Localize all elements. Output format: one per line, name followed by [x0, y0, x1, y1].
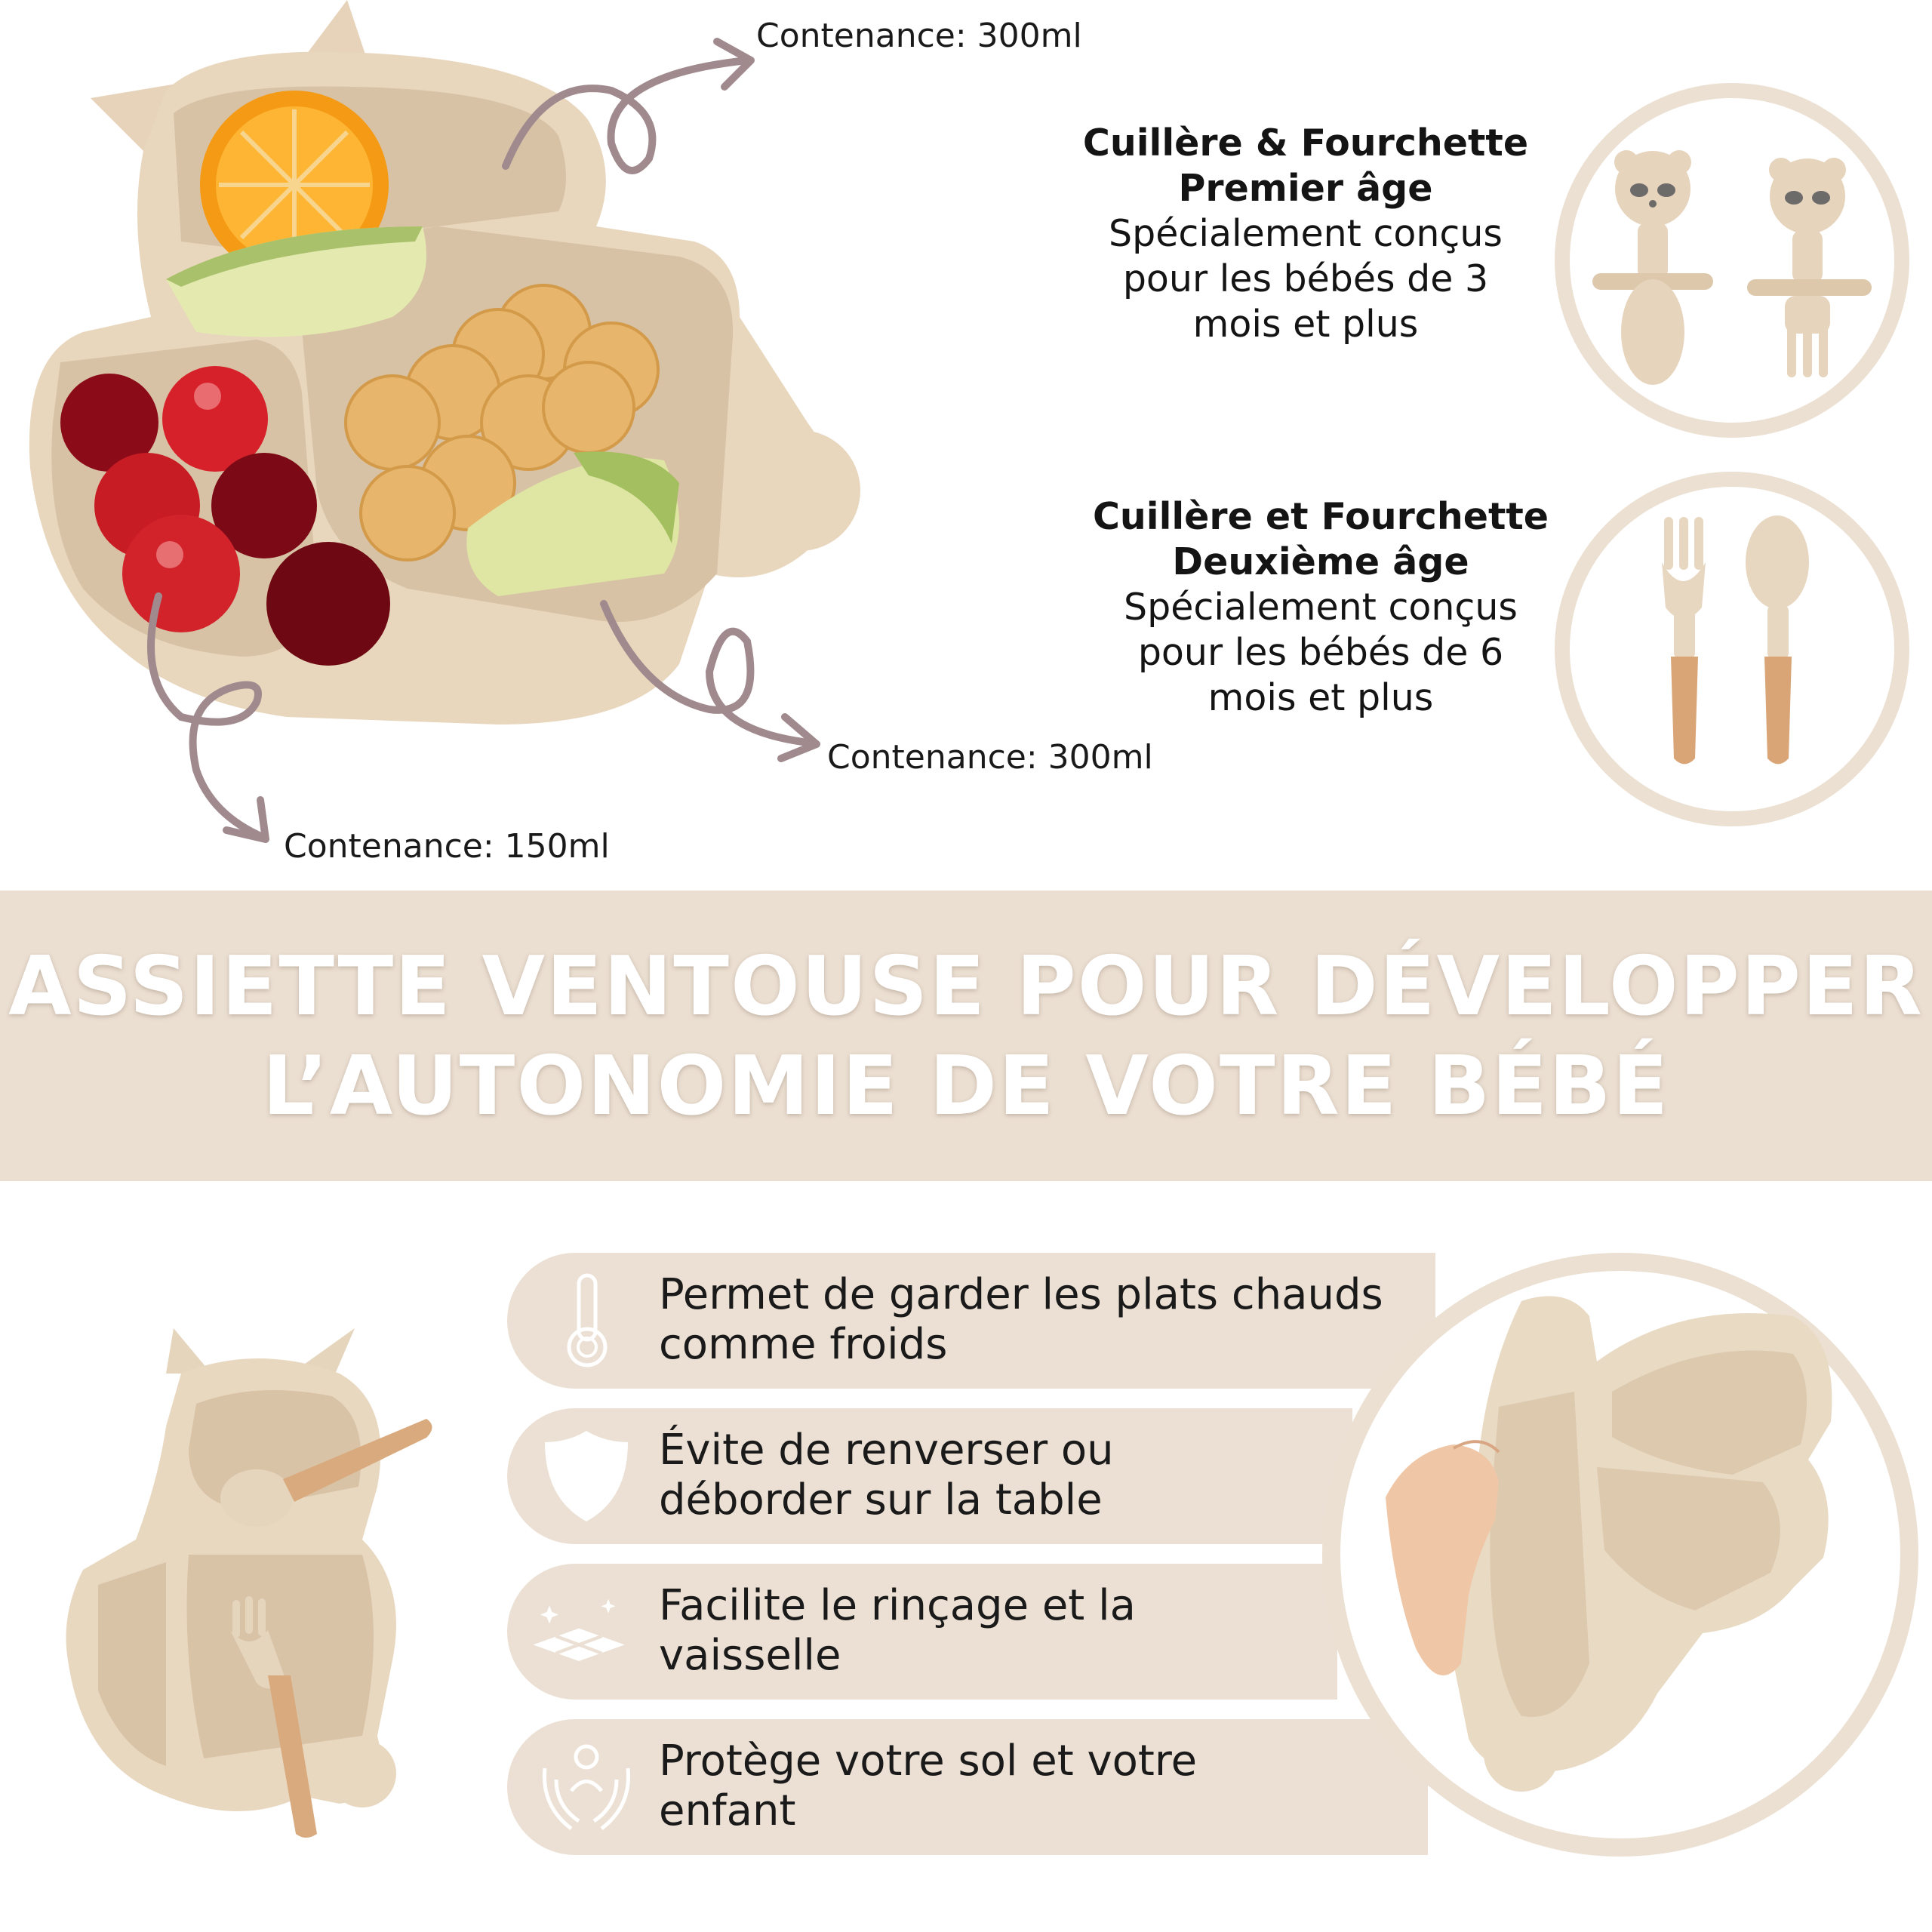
arrow-to-middle-capacity-icon: [600, 600, 820, 762]
feature-line2: comme froids: [659, 1320, 948, 1369]
card-title-line2: Premier âge: [1178, 167, 1433, 210]
utensils-second-age-text: Cuillère et Fourchette Deuxième âge Spéc…: [1072, 494, 1570, 721]
feature-text-2: Évite de renverser ou déborder sur la ta…: [659, 1426, 1114, 1525]
feature-line1: Protège votre sol et votre: [659, 1737, 1198, 1786]
card-desc-line1: Spécialement conçus: [1124, 586, 1518, 629]
plate-with-food-image: [29, 0, 860, 725]
card-title-line1: Cuillère & Fourchette: [1082, 122, 1529, 165]
feature-line1: Permet de garder les plats chauds: [659, 1270, 1383, 1319]
feature-pill-4: [507, 1719, 1428, 1855]
arrow-to-bottom-capacity-icon: [147, 592, 269, 843]
headline-banner: [0, 891, 1932, 1181]
feature-line1: Évite de renverser ou: [659, 1426, 1114, 1475]
thermometer-icon: [567, 1273, 608, 1367]
feature-text-4: Protège votre sol et votre enfant: [659, 1737, 1197, 1836]
feature-line1: Facilite le rinçage et la: [659, 1581, 1136, 1630]
card-title-line2: Deuxième âge: [1172, 540, 1469, 583]
arrow-to-top-capacity-icon: [502, 38, 755, 174]
feature-text-3: Facilite le rinçage et la vaisselle: [659, 1581, 1136, 1681]
feature-pill-1: [507, 1253, 1435, 1389]
wooden-utensils-image: [1555, 472, 1909, 826]
protective-hands-icon: [542, 1744, 631, 1830]
card-desc-line3: mois et plus: [1192, 303, 1419, 346]
card-desc-line3: mois et plus: [1208, 676, 1434, 719]
card-title-line1: Cuillère et Fourchette: [1092, 495, 1549, 538]
capacity-label-bottom: Contenance: 150ml: [284, 827, 610, 866]
feature-line2: déborder sur la table: [659, 1475, 1103, 1524]
panda-utensils-image: [1555, 83, 1909, 438]
capacity-label-top: Contenance: 300ml: [756, 17, 1082, 55]
plate-with-utensils-image: [66, 1328, 432, 1838]
sparkling-tiles-icon: [533, 1598, 625, 1661]
feature-pill-3: [507, 1564, 1337, 1700]
feature-pill-2: [507, 1408, 1352, 1544]
shield-icon: [545, 1431, 628, 1521]
capacity-label-middle: Contenance: 300ml: [827, 738, 1153, 777]
card-desc-line1: Spécialement conçus: [1109, 212, 1503, 255]
feature-line2: enfant: [659, 1786, 796, 1835]
hand-holding-plate-image: [1322, 1253, 1918, 1857]
headline-line1: ASSIETTE VENTOUSE POUR DÉVELOPPER: [8, 940, 1924, 1034]
card-desc-line2: pour les bébés de 3: [1122, 257, 1489, 300]
card-desc-line2: pour les bébés de 6: [1137, 631, 1504, 674]
feature-line2: vaisselle: [659, 1631, 841, 1680]
feature-text-1: Permet de garder les plats chauds comme …: [659, 1270, 1383, 1370]
headline-line2: L’AUTONOMIE DE VOTRE BÉBÉ: [262, 1039, 1670, 1134]
utensils-first-age-text: Cuillère & Fourchette Premier âge Spécia…: [1057, 121, 1555, 347]
